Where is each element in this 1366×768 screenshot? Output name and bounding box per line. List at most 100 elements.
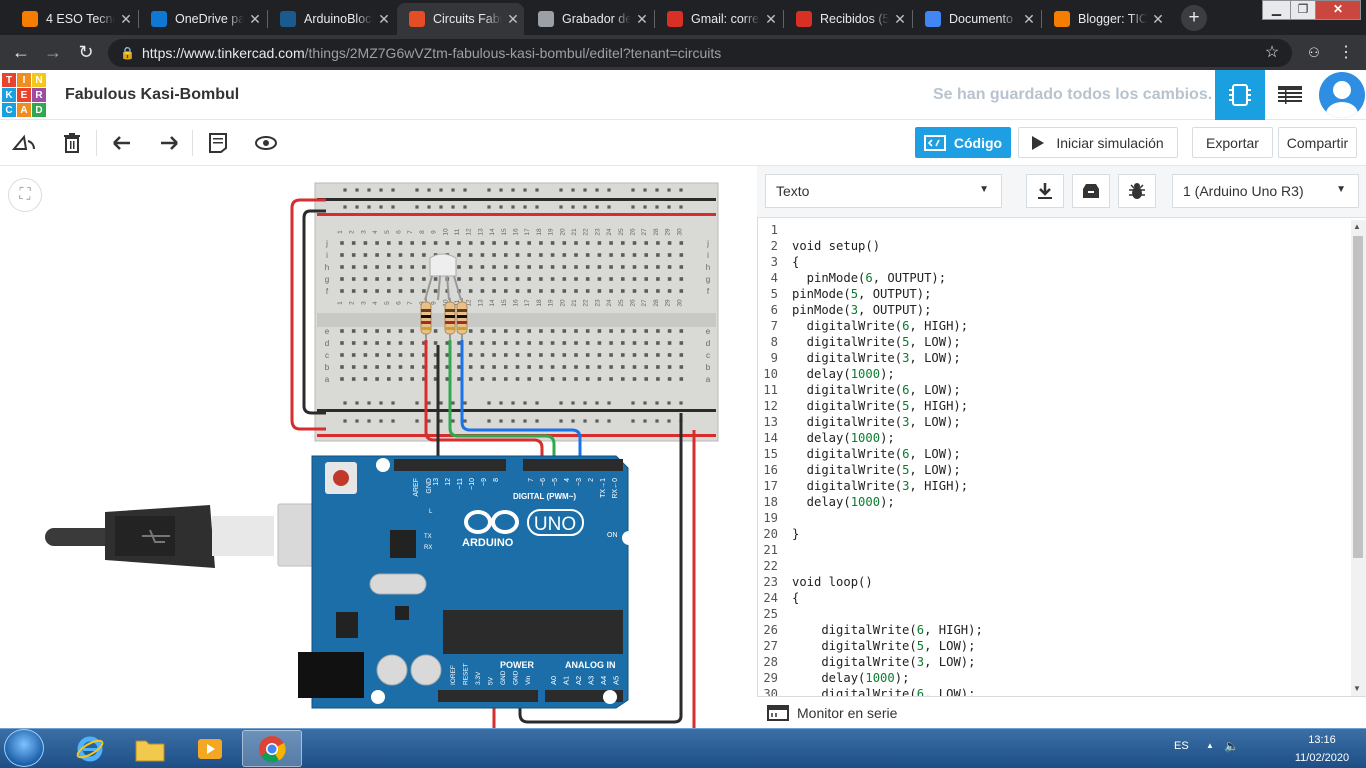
code-line[interactable]: 21 bbox=[758, 542, 1351, 558]
user-avatar[interactable] bbox=[1319, 72, 1365, 118]
rgb-led[interactable] bbox=[424, 253, 462, 301]
component-list-button[interactable] bbox=[1265, 70, 1315, 120]
redo-icon[interactable] bbox=[155, 130, 183, 156]
code-line[interactable]: 24{ bbox=[758, 590, 1351, 606]
close-tab-icon[interactable]: ✕ bbox=[120, 10, 132, 27]
close-tab-icon[interactable]: ✕ bbox=[378, 10, 390, 27]
device-select[interactable]: 1 (Arduino Uno R3) ▼ bbox=[1172, 174, 1359, 208]
code-line[interactable]: 12 digitalWrite(5, HIGH); bbox=[758, 398, 1351, 414]
wires[interactable] bbox=[290, 198, 696, 728]
code-line[interactable]: 19 bbox=[758, 510, 1351, 526]
close-tab-icon[interactable]: ✕ bbox=[765, 10, 777, 27]
clock-date[interactable]: 11/02/2020 bbox=[1294, 752, 1350, 764]
taskbar-explorer[interactable] bbox=[120, 730, 180, 767]
start-button[interactable] bbox=[4, 729, 44, 767]
editor-scrollbar-thumb[interactable] bbox=[1353, 236, 1363, 558]
close-window-button[interactable]: ✕ bbox=[1315, 0, 1361, 20]
browser-tab[interactable]: Gmail: correo✕ bbox=[655, 3, 782, 35]
close-tab-icon[interactable]: ✕ bbox=[636, 10, 648, 27]
breadboard[interactable]: 1122334455667788991010111112121313141415… bbox=[314, 182, 719, 442]
code-button[interactable]: Código bbox=[915, 127, 1011, 158]
browser-tab[interactable]: ArduinoBlocks✕ bbox=[268, 3, 395, 35]
scroll-down-icon[interactable]: ▼ bbox=[1353, 684, 1361, 693]
code-line[interactable]: 14 delay(1000); bbox=[758, 430, 1351, 446]
project-title[interactable]: Fabulous Kasi-Bombul bbox=[65, 86, 240, 103]
code-line[interactable]: 15 digitalWrite(6, LOW); bbox=[758, 446, 1351, 462]
code-line[interactable]: 10 delay(1000); bbox=[758, 366, 1351, 382]
back-button[interactable]: ← bbox=[12, 42, 30, 62]
code-line[interactable]: 7 digitalWrite(6, HIGH); bbox=[758, 318, 1351, 334]
language-indicator[interactable]: ES bbox=[1174, 740, 1189, 752]
taskbar-ie[interactable] bbox=[60, 730, 120, 767]
code-line[interactable]: 20} bbox=[758, 526, 1351, 542]
scroll-up-icon[interactable]: ▲ bbox=[1353, 222, 1361, 231]
code-line[interactable]: 22 bbox=[758, 558, 1351, 574]
code-line[interactable]: 16 digitalWrite(5, LOW); bbox=[758, 462, 1351, 478]
circuit-view-button[interactable] bbox=[1215, 70, 1265, 120]
browser-tab[interactable]: Circuits Fabulous Kasi-Bombul✕ bbox=[397, 3, 524, 35]
browser-tab[interactable]: Blogger: TIC✕ bbox=[1042, 3, 1169, 35]
taskbar-chrome[interactable] bbox=[242, 730, 302, 767]
new-tab-button[interactable]: + bbox=[1181, 5, 1207, 31]
code-line[interactable]: 17 digitalWrite(3, HIGH); bbox=[758, 478, 1351, 494]
star-icon[interactable]: ☆ bbox=[1264, 44, 1280, 61]
notes-icon[interactable] bbox=[204, 130, 232, 156]
trash-icon[interactable] bbox=[58, 130, 86, 156]
serial-monitor-bar[interactable]: Monitor en serie bbox=[757, 696, 1366, 728]
code-line[interactable]: 29 delay(1000); bbox=[758, 670, 1351, 686]
code-line[interactable]: 3{ bbox=[758, 254, 1351, 270]
code-line[interactable]: 30 digitalWrite(6, LOW); bbox=[758, 686, 1351, 696]
browser-tab[interactable]: OneDrive para la Empresa✕ bbox=[139, 3, 266, 35]
rotate-icon[interactable] bbox=[10, 130, 38, 156]
browser-tab[interactable]: Documento sin título✕ bbox=[913, 3, 1040, 35]
visibility-icon[interactable] bbox=[252, 130, 280, 156]
code-line[interactable]: 9 digitalWrite(3, LOW); bbox=[758, 350, 1351, 366]
resistors[interactable] bbox=[420, 298, 468, 345]
code-line[interactable]: 1 bbox=[758, 222, 1351, 238]
close-tab-icon[interactable]: ✕ bbox=[1023, 10, 1035, 27]
close-tab-icon[interactable]: ✕ bbox=[249, 10, 261, 27]
volume-icon[interactable]: 🔈 bbox=[1224, 739, 1239, 753]
minimize-button[interactable]: ▁ bbox=[1262, 0, 1291, 20]
close-tab-icon[interactable]: ✕ bbox=[1152, 10, 1164, 27]
export-button[interactable]: Exportar bbox=[1192, 127, 1273, 158]
code-mode-select[interactable]: Texto ▼ bbox=[765, 174, 1002, 208]
code-line[interactable]: 8 digitalWrite(5, LOW); bbox=[758, 334, 1351, 350]
browser-tab[interactable]: Grabador de pantalla✕ bbox=[526, 3, 653, 35]
fit-view-button[interactable]: ⛶ bbox=[8, 178, 42, 212]
code-line[interactable]: 11 digitalWrite(6, LOW); bbox=[758, 382, 1351, 398]
code-line[interactable]: 18 delay(1000); bbox=[758, 494, 1351, 510]
library-button[interactable] bbox=[1072, 174, 1110, 208]
taskbar-media[interactable] bbox=[180, 730, 240, 767]
extensions-icon[interactable]: ⚇ bbox=[1308, 45, 1320, 60]
code-line[interactable]: 4 pinMode(6, OUTPUT); bbox=[758, 270, 1351, 286]
code-line[interactable]: 13 digitalWrite(3, LOW); bbox=[758, 414, 1351, 430]
maximize-button[interactable]: ❐ bbox=[1290, 0, 1316, 20]
close-tab-icon[interactable]: ✕ bbox=[507, 10, 519, 27]
close-tab-icon[interactable]: ✕ bbox=[894, 10, 906, 27]
code-line[interactable]: 26 digitalWrite(6, HIGH); bbox=[758, 622, 1351, 638]
debugger-button[interactable] bbox=[1118, 174, 1156, 208]
address-bar[interactable]: 🔒 https://www.tinkercad.com/things/2MZ7G… bbox=[108, 39, 1292, 67]
code-line[interactable]: 27 digitalWrite(5, LOW); bbox=[758, 638, 1351, 654]
share-button[interactable]: Compartir bbox=[1278, 127, 1357, 158]
browser-tab[interactable]: 4 ESO Tecnología✕ bbox=[10, 3, 137, 35]
code-line[interactable]: 25 bbox=[758, 606, 1351, 622]
clock-time[interactable]: 13:16 bbox=[1308, 734, 1336, 746]
code-line[interactable]: 28 digitalWrite(3, LOW); bbox=[758, 654, 1351, 670]
download-code-button[interactable] bbox=[1026, 174, 1064, 208]
reload-button[interactable]: ↻ bbox=[78, 42, 94, 62]
tray-arrow-icon[interactable]: ▲ bbox=[1206, 741, 1214, 750]
arduino-board[interactable]: ARDUINO UNO DIGITAL (PWM~) POWER ANALOG … bbox=[298, 455, 636, 709]
undo-icon[interactable] bbox=[108, 130, 136, 156]
start-simulation-button[interactable]: Iniciar simulación bbox=[1018, 127, 1178, 158]
forward-button[interactable]: → bbox=[44, 42, 62, 62]
browser-tab[interactable]: Recibidos (5)✕ bbox=[784, 3, 911, 35]
menu-icon[interactable]: ⋮ bbox=[1338, 44, 1354, 61]
